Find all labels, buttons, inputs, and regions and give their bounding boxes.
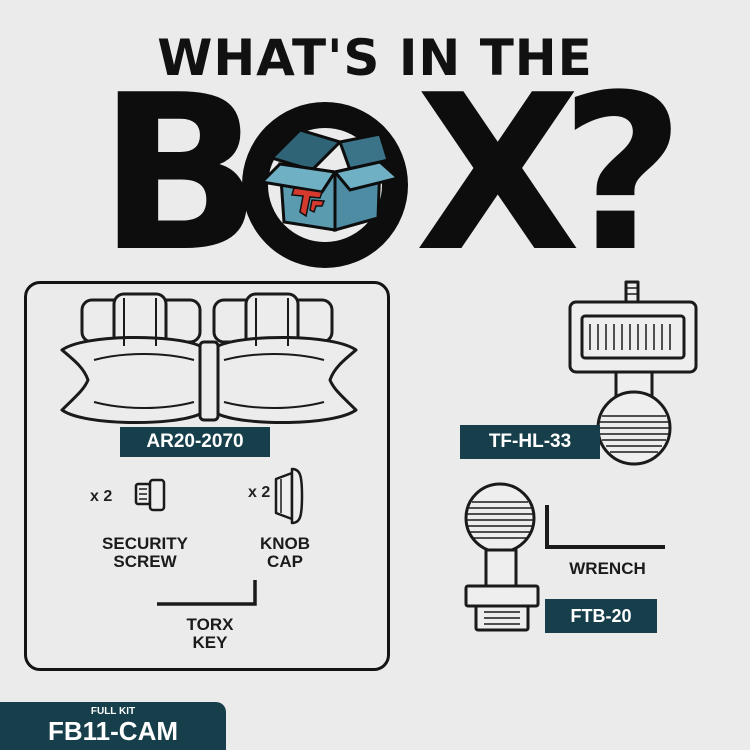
security-screw-label: SECURITY SCREW <box>80 535 210 571</box>
arm-code: AR20-2070 <box>146 431 244 452</box>
torx-key-illustration <box>155 578 265 612</box>
ftb-mount-illustration <box>462 482 552 640</box>
torx-key-label: TORX KEY <box>160 616 260 652</box>
torx-key-label-line1: TORX <box>186 615 234 634</box>
screw-icon <box>134 478 166 512</box>
security-screw-label-line1: SECURITY <box>102 534 188 553</box>
hl-mount-icon <box>568 280 698 466</box>
knob-cap-icon <box>274 467 304 525</box>
arm-code-badge: AR20-2070 <box>120 427 270 457</box>
knob-cap-label-line1: KNOB <box>259 534 311 553</box>
arm-illustration <box>54 290 364 430</box>
headline-top: WHAT'S IN THE <box>157 29 593 87</box>
wrench-illustration <box>545 505 670 559</box>
wrench-label: WRENCH <box>569 559 646 578</box>
torx-key-label-line2: KEY <box>192 633 228 652</box>
hl-mount-code: TF-HL-33 <box>488 431 572 452</box>
ftb-mount-icon <box>464 482 540 632</box>
kit-contents-frame <box>24 281 390 671</box>
arm-icon <box>60 292 358 425</box>
full-kit-caption: FULL KIT <box>90 706 136 717</box>
headline-letter-x: X <box>415 48 581 299</box>
security-screw-label-line2: SCREW <box>113 552 177 571</box>
knob-cap-illustration <box>272 465 306 531</box>
headline-letter-b: B <box>98 48 262 299</box>
hl-mount-illustration <box>560 280 710 469</box>
knob-cap-qty: x 2 <box>248 484 271 501</box>
ftb-mount-code: FTB-20 <box>570 605 632 626</box>
ftb-mount-code-badge: FTB-20 <box>545 599 657 633</box>
security-screw-qty: x 2 <box>90 488 113 505</box>
full-kit-code: FB11-CAM <box>47 716 178 746</box>
wrench-icon <box>545 505 665 549</box>
headline-question-mark: ? <box>560 48 685 299</box>
box-icon <box>242 102 408 268</box>
full-kit-badge: FULL KIT FB11-CAM <box>0 702 226 750</box>
torx-key-icon <box>157 580 257 606</box>
hl-mount-code-badge: TF-HL-33 <box>460 425 600 459</box>
security-screw-illustration <box>134 478 168 516</box>
knob-cap-label: KNOB CAP <box>240 535 330 571</box>
brand-logo <box>291 187 326 218</box>
knob-cap-label-line2: CAP <box>267 552 303 571</box>
box-emblem <box>240 100 410 270</box>
